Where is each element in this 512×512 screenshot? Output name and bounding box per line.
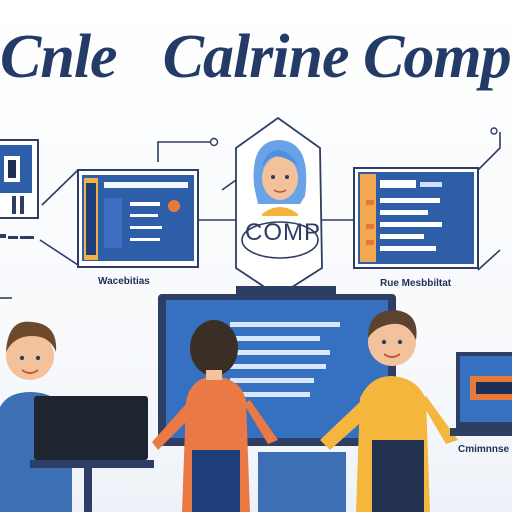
page-title: Cnle Calrine Complucting [0, 22, 512, 92]
floor-block [258, 452, 346, 512]
center-badge-label: COMP [245, 219, 321, 246]
laptop-icon [450, 352, 512, 436]
monitor-caption-marks [0, 234, 34, 239]
right-screen-panel [353, 167, 479, 269]
person-center [152, 320, 278, 512]
left-panel-caption: Wacebitias [98, 276, 150, 287]
connector-dot [209, 137, 219, 147]
title-right: Calrine Complucting [162, 23, 512, 91]
person-left [0, 321, 154, 512]
person-avatar-badge [235, 116, 323, 298]
bottom-right-caption: Cmimnnse [458, 444, 510, 455]
title-left: Cnle [0, 23, 118, 91]
right-panel-caption: Rue Mesbbiltat [380, 278, 452, 289]
person-right [320, 310, 458, 512]
left-screen-panel [77, 169, 199, 268]
connector-dot [490, 127, 498, 135]
connector-lines [0, 132, 501, 299]
monitor-icon [0, 139, 39, 219]
